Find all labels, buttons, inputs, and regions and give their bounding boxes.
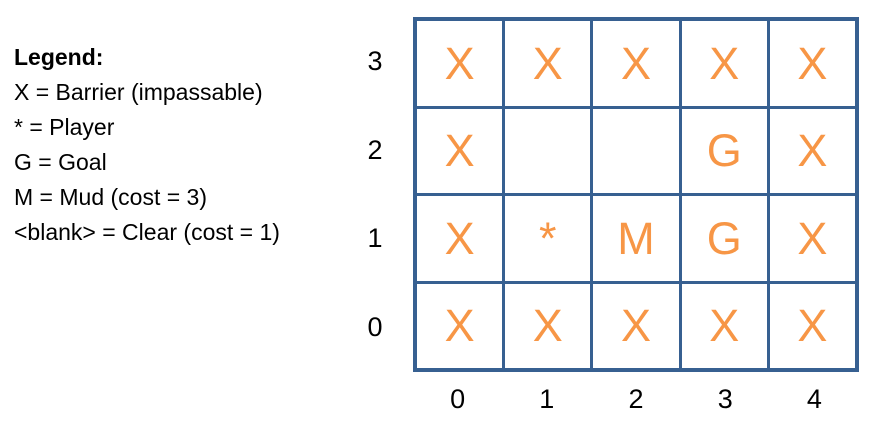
- col-label-4: 4: [806, 384, 822, 414]
- grid-cell-y0-x4: X: [769, 283, 855, 368]
- grid-cell-y0-x3: X: [681, 283, 767, 368]
- col-label-1: 1: [539, 384, 555, 414]
- grid-cell-y3-x3: X: [681, 21, 767, 106]
- grid-cell-y2-x1: [505, 108, 591, 193]
- col-label-2: 2: [628, 384, 644, 414]
- grid-cell-y3-x0: X: [417, 21, 503, 106]
- col-label-0: 0: [450, 384, 466, 414]
- legend: Legend: X = Barrier (impassable) * = Pla…: [14, 40, 280, 250]
- legend-title: Legend:: [14, 44, 104, 70]
- row-label-3: 3: [367, 45, 383, 76]
- grid-cell-y2-x3: G: [681, 108, 767, 193]
- grid-cell-y1-x2: M: [593, 196, 679, 281]
- row-label-0: 0: [367, 312, 383, 343]
- legend-item-goal: G = Goal: [14, 149, 107, 175]
- row-axis-labels: 3 2 1 0: [346, 17, 404, 372]
- grid-cell-y1-x4: X: [769, 196, 855, 281]
- col-axis-labels: 0 1 2 3 4: [413, 377, 859, 425]
- grid-cell-y2-x4: X: [769, 108, 855, 193]
- grid-cell-y1-x3: G: [681, 196, 767, 281]
- legend-item-clear: <blank> = Clear (cost = 1): [14, 219, 280, 245]
- row-label-1: 1: [367, 223, 383, 254]
- grid-cell-y3-x1: X: [505, 21, 591, 106]
- game-board: X X X X X X G X X * M G X X X X X X: [413, 17, 859, 372]
- legend-item-mud: M = Mud (cost = 3): [14, 184, 208, 210]
- grid-cell-y3-x2: X: [593, 21, 679, 106]
- grid-cell-y0-x2: X: [593, 283, 679, 368]
- grid-cell-y0-x1: X: [505, 283, 591, 368]
- legend-item-player: * = Player: [14, 114, 115, 140]
- grid-cell-y2-x2: [593, 108, 679, 193]
- grid-cell-y0-x0: X: [417, 283, 503, 368]
- grid-cell-y2-x0: X: [417, 108, 503, 193]
- legend-item-barrier: X = Barrier (impassable): [14, 79, 263, 105]
- grid-cell-y1-x1: *: [505, 196, 591, 281]
- grid-cell-y3-x4: X: [769, 21, 855, 106]
- grid-cell-y1-x0: X: [417, 196, 503, 281]
- row-label-2: 2: [367, 134, 383, 165]
- col-label-3: 3: [717, 384, 733, 414]
